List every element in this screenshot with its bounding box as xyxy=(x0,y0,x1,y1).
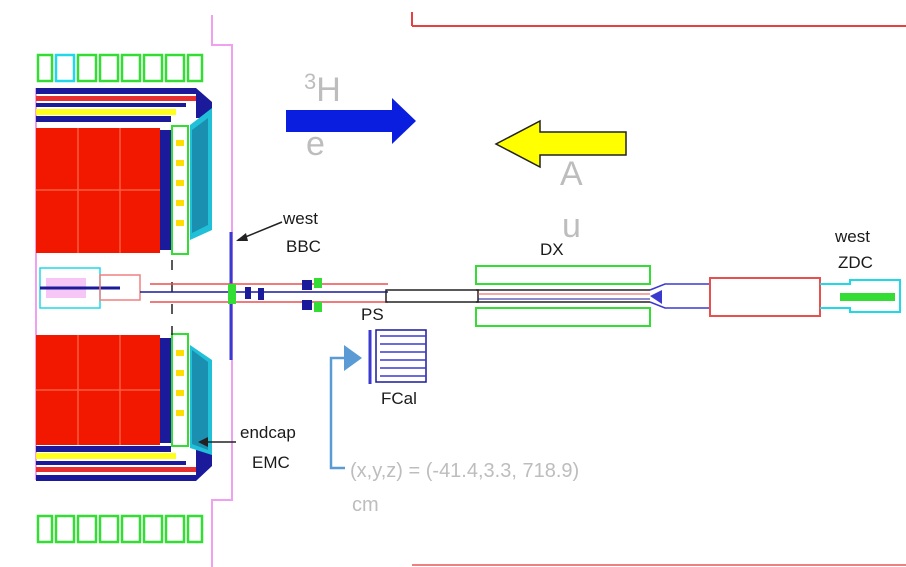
coordinate-pointer-arrow xyxy=(329,345,362,470)
west-zdc-label-line1: west xyxy=(835,227,870,246)
coordinate-annotation-line2: cm xyxy=(352,494,379,516)
endcap-emc-label-line2: EMC xyxy=(252,453,290,472)
endcap-emc-pointer-head xyxy=(198,437,208,447)
lower-barrel-layers xyxy=(36,446,212,481)
lower-calorimeter xyxy=(36,333,212,455)
west-zdc-label-line2: ZDC xyxy=(838,253,873,272)
west-bbc-label-line1: west xyxy=(283,209,318,228)
he3-text: H xyxy=(316,71,341,109)
au-beam-label-line1: A xyxy=(560,155,583,193)
dx-magnet xyxy=(475,265,651,327)
zdc-region xyxy=(709,277,901,317)
muon-blocks-bottom xyxy=(36,514,204,544)
west-bbc-pointer-head xyxy=(236,233,248,241)
muon-blocks-top xyxy=(36,53,204,83)
he3-beam-arrow xyxy=(286,98,416,144)
fcal-label: FCal xyxy=(381,389,417,408)
fcal-detector xyxy=(368,329,427,384)
inner-tracker xyxy=(39,267,141,309)
endcap-emc-label-line1: endcap xyxy=(240,423,296,442)
ps-label: PS xyxy=(361,305,384,324)
he3-beam-label-line2: e xyxy=(306,125,325,163)
beam-pipe xyxy=(140,283,710,309)
coordinate-annotation-line1: (x,y,z) = (-41.4,3.3, 718.9) xyxy=(350,460,580,482)
au-beam-label-line2: u xyxy=(562,207,581,245)
upper-calorimeter xyxy=(36,108,212,255)
he3-beam-label-line1: 3H xyxy=(304,69,341,114)
au-beam-arrow xyxy=(494,119,627,169)
dx-label: DX xyxy=(540,240,564,259)
west-bbc-label-line2: BBC xyxy=(286,237,321,256)
forward-elements xyxy=(228,278,322,312)
upper-barrel-layers xyxy=(36,88,212,122)
he3-superscript: 3 xyxy=(304,69,317,94)
